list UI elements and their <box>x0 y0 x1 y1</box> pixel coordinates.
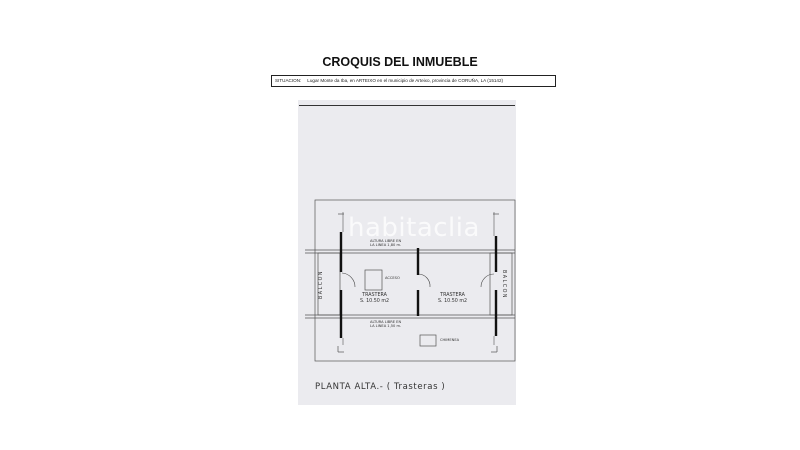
height-note-bottom-line1: ALTURA LIBRE EN <box>370 320 402 324</box>
chimney-label: CHIMENEA <box>440 338 460 342</box>
height-note-bottom: ALTURA LIBRE EN LA LINEA 1,50 m. <box>370 320 401 328</box>
watermark: habitaclia <box>348 213 480 243</box>
height-note-top-line1: ALTURA LIBRE EN <box>370 239 402 243</box>
page-title: CROQUIS DEL INMUEBLE <box>322 55 478 69</box>
height-note-top: ALTURA LIBRE EN LA LINEA 1,80 m. <box>370 239 401 247</box>
room-name: TRASTERA <box>440 293 465 298</box>
height-note-top-line2: LA LINEA 1,80 m. <box>370 243 402 247</box>
plan-caption: PLANTA ALTA.- ( Trasteras ) <box>315 382 446 392</box>
access-label: ACCESO <box>385 276 400 280</box>
situation-box: SITUACION: Lugar Monte da Iba, en ARTEIXO… <box>271 75 556 87</box>
room-area: S. 10.50 m2 <box>360 298 390 304</box>
balcony-right-label: BALCON <box>500 270 506 299</box>
room-name: TRASTERA <box>362 293 387 298</box>
situation-text: Lugar Monte da Iba, en ARTEIXO en el mun… <box>307 78 504 83</box>
balcony-left-label: BALCON <box>318 270 324 299</box>
room-area: S. 10.50 m2 <box>438 298 468 304</box>
room-label-right: TRASTERA S. 10.50 m2 <box>438 293 467 304</box>
sheet-top-rule <box>299 105 515 106</box>
situation-label: SITUACION: <box>275 78 302 83</box>
room-label-left: TRASTERA S. 10.50 m2 <box>360 293 389 304</box>
height-note-bottom-line2: LA LINEA 1,50 m. <box>370 324 402 328</box>
floor-plan-sheet <box>298 100 516 405</box>
